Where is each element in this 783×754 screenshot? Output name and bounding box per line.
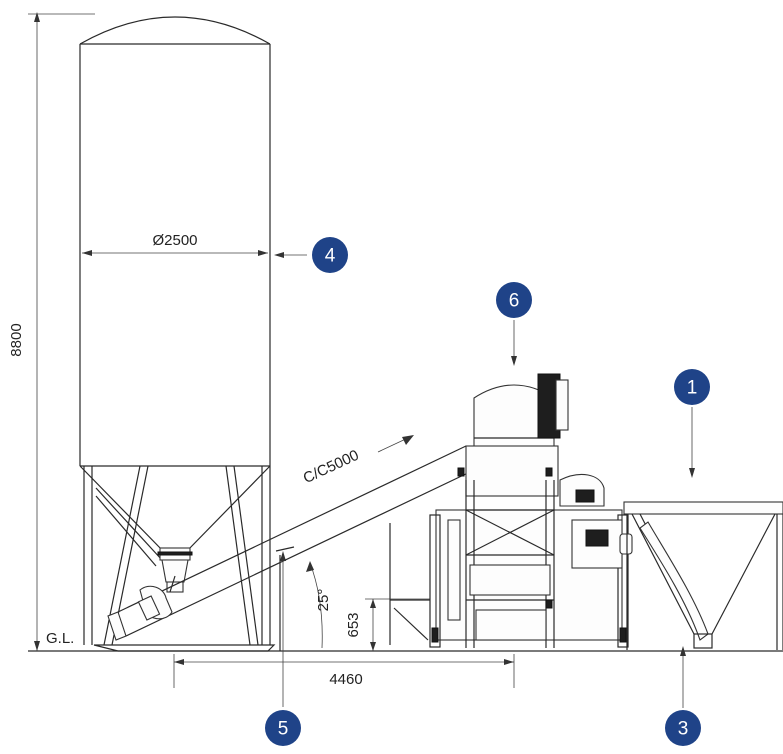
svg-text:5: 5 [278,719,289,740]
hopper [619,501,783,650]
callout-4: 4 [312,237,348,273]
conveyor-value: C/C5000 [301,447,362,487]
mixer-unit [389,373,629,648]
callout-1: 1 [674,369,710,405]
height-value: 8800 [8,323,25,356]
callout-arrows [274,252,695,708]
ground-label: G.L. [46,630,74,647]
callout-5: 5 [265,710,301,746]
rise-dimension: 653 [345,598,430,651]
length-dimension: 4460 [173,654,515,688]
length-value: 4460 [329,671,362,688]
angle-dimension: 25° [306,561,332,649]
silo [79,16,276,652]
angle-value: 25° [315,589,332,612]
callout-3: 3 [665,710,701,746]
svg-text:1: 1 [687,378,698,399]
svg-text:3: 3 [678,719,689,740]
screw-conveyor [107,445,471,651]
height-dimension: 8800 [8,12,95,651]
svg-text:6: 6 [509,291,520,312]
svg-text:4: 4 [325,246,336,267]
rise-value: 653 [345,612,362,637]
diameter-value: Ø2500 [152,232,197,249]
diameter-dimension: Ø2500 [82,232,268,256]
callout-6: 6 [496,282,532,318]
